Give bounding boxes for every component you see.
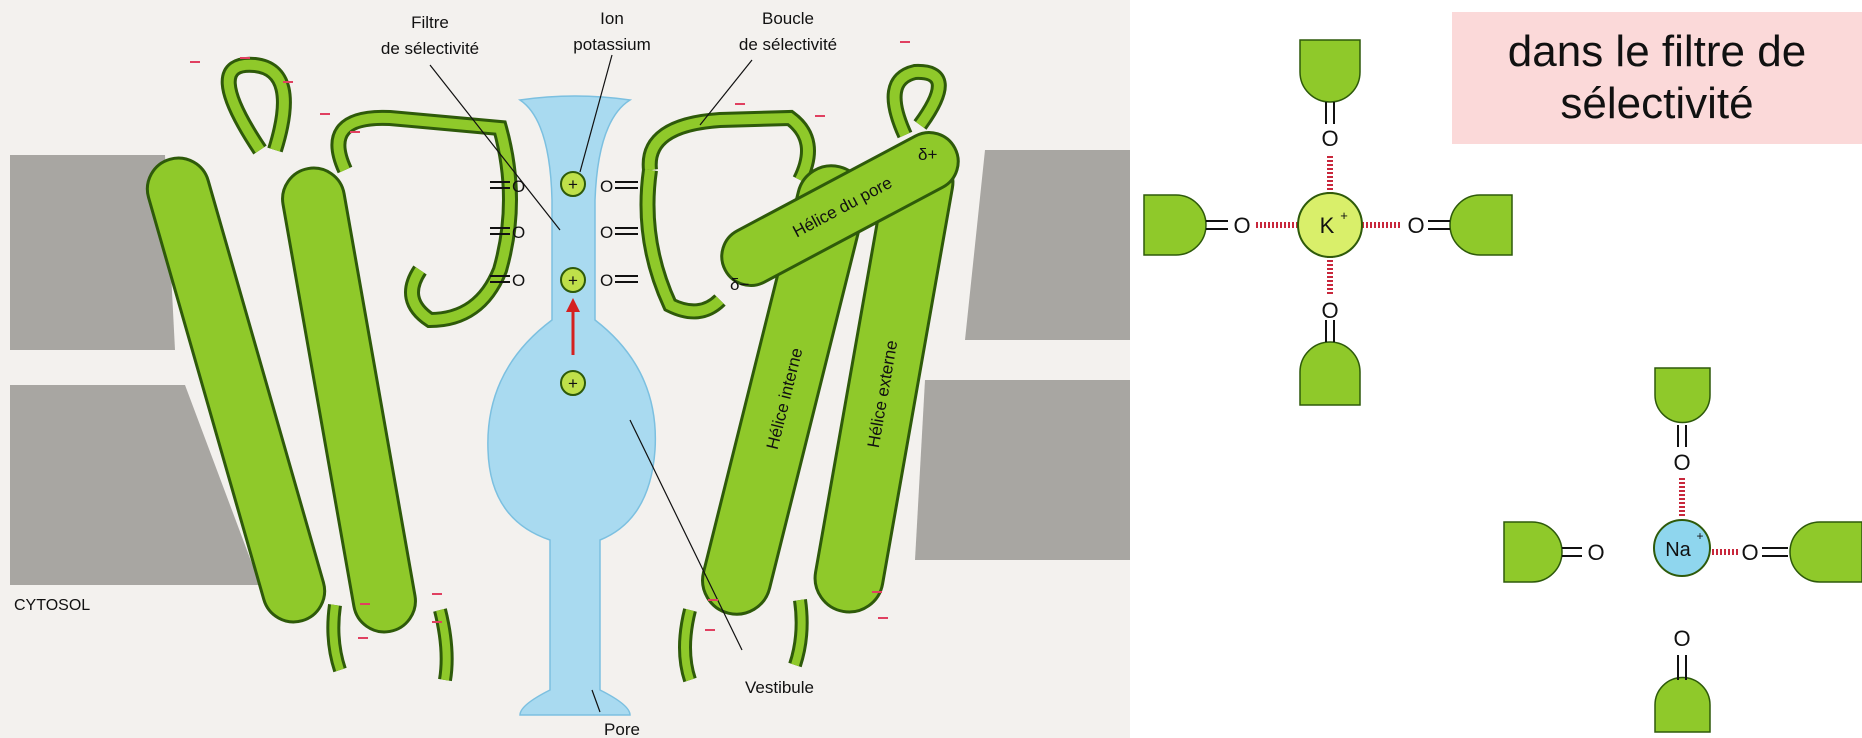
na-charge: + (1696, 529, 1703, 543)
ion-charge-3: + (568, 374, 578, 393)
ion-label-1: Ion (600, 9, 624, 28)
na-oxygen-right: O (1741, 540, 1758, 565)
channel-diagram: Hélice du pore Hélice interne Hélice ext… (0, 0, 1130, 738)
sodium-coordination: O O O O Na + (1504, 368, 1862, 732)
potassium-coordination: O O O O K + (1144, 40, 1512, 405)
ion-charge-1: + (568, 175, 578, 194)
k-charge: + (1340, 208, 1348, 223)
pore-label: Pore (604, 720, 640, 738)
delta-plus-label: δ+ (918, 145, 937, 164)
ion-label-2: potassium (573, 35, 650, 54)
boucle-label-2: de sélectivité (739, 35, 837, 54)
na-oxygen-left: O (1587, 540, 1604, 565)
oxygen-right-1: O (600, 177, 613, 196)
oxygen-left-2: O (512, 223, 525, 242)
k-oxygen-top: O (1321, 126, 1338, 151)
k-symbol: K (1320, 213, 1335, 238)
oxygen-left-1: O (512, 177, 525, 196)
coordination-svg: O O O O K + O O O O Na + (1130, 0, 1862, 738)
na-symbol: Na (1665, 539, 1691, 561)
oxygen-right-3: O (600, 271, 613, 290)
filtre-label-2: de sélectivité (381, 39, 479, 58)
cytosol-label: CYTOSOL (14, 597, 90, 614)
delta-minus-label: δ− (730, 275, 749, 294)
k-oxygen-right: O (1407, 213, 1424, 238)
k-oxygen-left: O (1233, 213, 1250, 238)
k-oxygen-bottom: O (1321, 298, 1338, 323)
oxygen-right-2: O (600, 223, 613, 242)
na-oxygen-bottom: O (1673, 626, 1690, 651)
ion-channel-illustration: Hélice du pore Hélice interne Hélice ext… (0, 0, 1130, 738)
membrane-block (915, 380, 1130, 560)
filtre-label-1: Filtre (411, 13, 449, 32)
ion-charge-2: + (568, 271, 578, 290)
membrane-block (965, 150, 1130, 340)
oxygen-left-3: O (512, 271, 525, 290)
coordination-diagrams: O O O O K + O O O O Na + (1130, 0, 1862, 738)
vestibule-label: Vestibule (745, 678, 814, 697)
na-oxygen-top: O (1673, 450, 1690, 475)
boucle-label-1: Boucle (762, 9, 814, 28)
